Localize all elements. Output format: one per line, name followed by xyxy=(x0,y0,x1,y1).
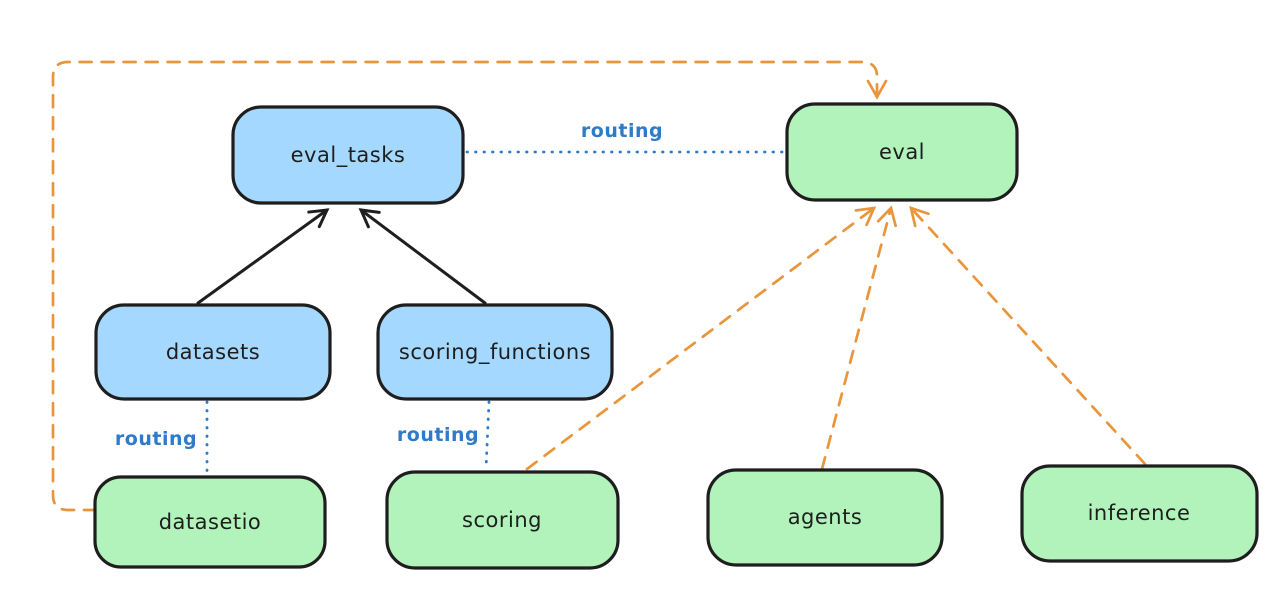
inference-label: inference xyxy=(1088,501,1191,525)
node-datasets: datasets xyxy=(94,303,332,401)
datasets-box xyxy=(94,303,332,401)
inference-box xyxy=(1020,464,1259,563)
eval-tasks-label: eval_tasks xyxy=(291,143,406,168)
datasetio-label: datasetio xyxy=(159,510,262,534)
edge-datasetio-to-eval xyxy=(51,60,888,512)
eval-label: eval xyxy=(879,140,925,164)
routing-label-top: routing xyxy=(581,120,663,142)
agents-label: agents xyxy=(788,505,863,529)
routing-label-left: routing xyxy=(115,428,197,450)
node-eval: eval xyxy=(785,102,1019,202)
node-scoring-functions: scoring_functions xyxy=(376,303,614,401)
node-agents: agents xyxy=(706,468,944,567)
scoring-box xyxy=(385,470,620,570)
scoring-label: scoring xyxy=(462,508,542,532)
edge-inference-to-eval xyxy=(909,205,1147,466)
datasets-label: datasets xyxy=(166,340,260,364)
edge-scoring-functions-to-eval-tasks xyxy=(358,208,487,305)
edge-agents-to-eval xyxy=(820,205,897,471)
datasetio-box xyxy=(93,475,327,569)
scoring-functions-box xyxy=(376,303,614,401)
agents-box xyxy=(706,468,944,567)
node-scoring: scoring xyxy=(385,470,620,570)
edge-scoring-to-eval xyxy=(525,206,877,471)
edge-scoring-functions-scoring-routing xyxy=(484,400,491,471)
node-eval-tasks: eval_tasks xyxy=(231,105,465,205)
scoring-functions-label: scoring_functions xyxy=(399,340,591,365)
node-inference: inference xyxy=(1020,464,1259,563)
eval-box xyxy=(785,102,1019,202)
node-datasetio: datasetio xyxy=(93,475,327,569)
eval-tasks-box xyxy=(231,105,465,205)
routing-label-middle: routing xyxy=(397,424,479,446)
edge-datasets-to-eval-tasks xyxy=(196,208,330,305)
